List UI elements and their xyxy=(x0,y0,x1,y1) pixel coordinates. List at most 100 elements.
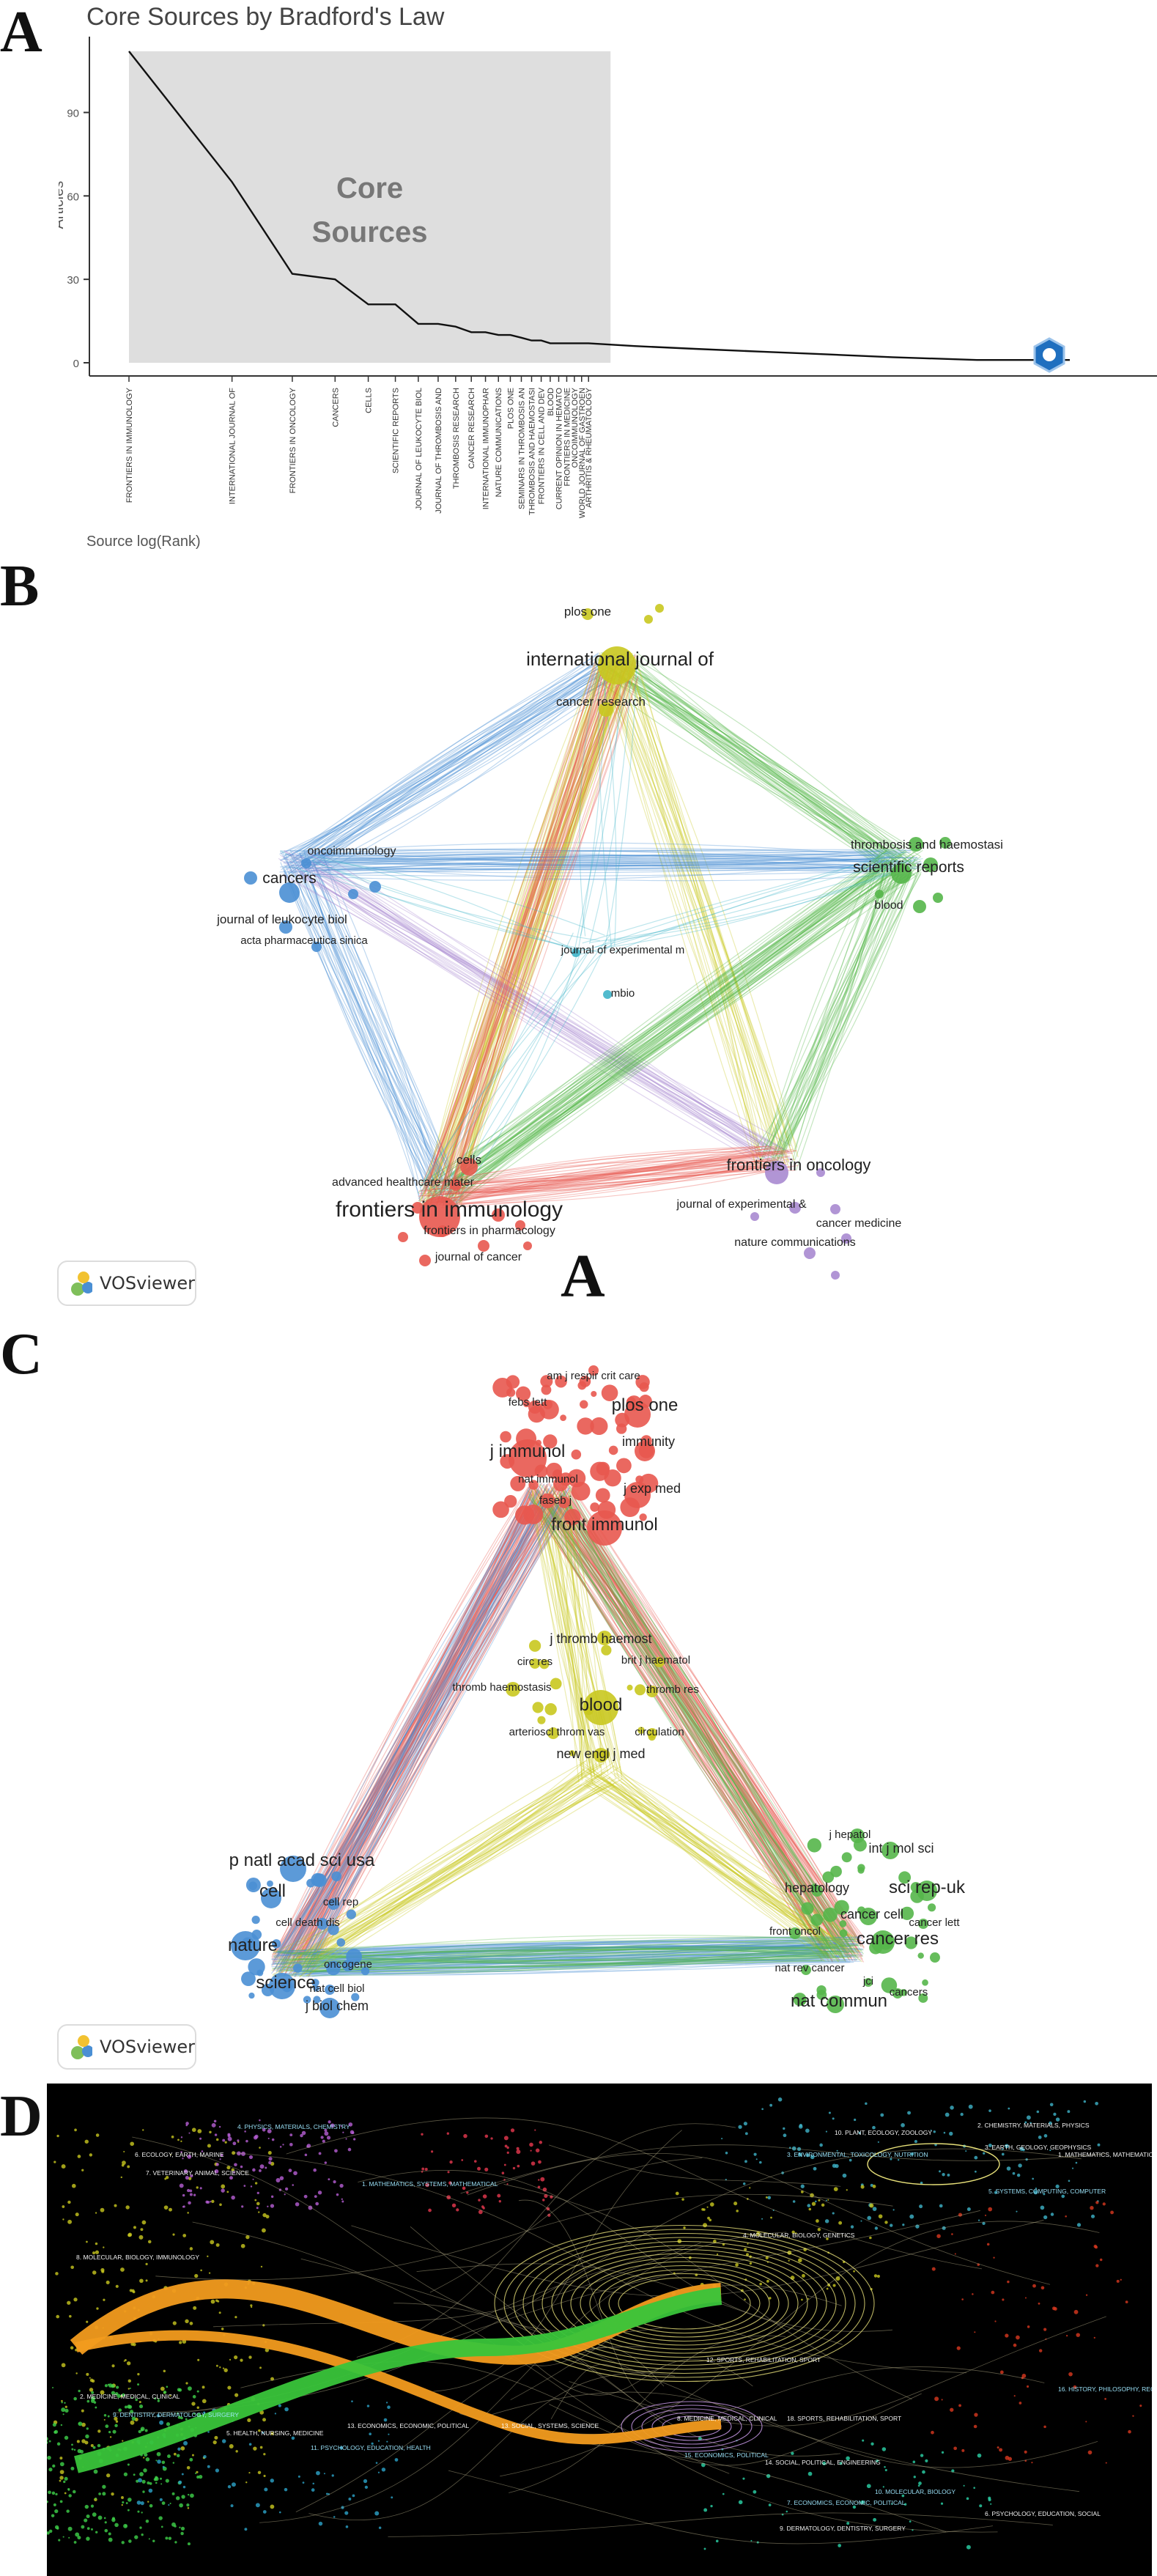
edge xyxy=(621,662,884,855)
dot xyxy=(270,2195,274,2199)
edge xyxy=(418,1150,796,1205)
dot xyxy=(125,2502,128,2504)
edge xyxy=(440,1150,796,1184)
edge xyxy=(540,1487,821,1955)
dot xyxy=(231,2482,236,2487)
edge xyxy=(780,874,902,1157)
edge xyxy=(446,874,883,1208)
dot xyxy=(330,2123,335,2128)
node xyxy=(597,1631,612,1645)
dot xyxy=(838,2544,842,2547)
node xyxy=(918,1993,928,2003)
edge xyxy=(319,849,921,861)
edge xyxy=(562,1502,832,1950)
edge xyxy=(440,1165,792,1204)
edge xyxy=(295,857,891,871)
edge xyxy=(533,1496,845,1952)
edge xyxy=(279,665,637,861)
dot xyxy=(547,2213,551,2217)
dot xyxy=(315,2202,319,2206)
edge xyxy=(615,674,884,864)
dot xyxy=(1005,2455,1010,2460)
dot xyxy=(71,2448,74,2451)
dot xyxy=(943,2131,946,2134)
node xyxy=(587,1510,622,1546)
dot xyxy=(84,2518,88,2523)
edge xyxy=(532,1496,622,1773)
dot xyxy=(909,2520,912,2523)
edge xyxy=(301,856,901,866)
edge xyxy=(277,1499,547,1952)
edge xyxy=(594,664,900,851)
edge xyxy=(321,864,880,874)
edge xyxy=(314,1949,832,1955)
edge xyxy=(620,1782,825,1956)
edge xyxy=(271,1505,553,1960)
dot xyxy=(311,2488,315,2492)
dot xyxy=(860,2220,862,2222)
edge xyxy=(308,662,605,871)
dot xyxy=(182,2158,184,2160)
edge xyxy=(791,872,892,1164)
edge xyxy=(437,667,624,1204)
edge xyxy=(423,668,597,1189)
dot xyxy=(70,2346,74,2350)
dot xyxy=(53,2160,56,2163)
dot xyxy=(512,2166,516,2170)
dot xyxy=(190,2493,194,2498)
dot xyxy=(59,2500,63,2503)
dot xyxy=(56,2442,61,2446)
edge xyxy=(443,659,613,1182)
edge xyxy=(298,1946,845,1965)
arc xyxy=(155,2193,893,2281)
dot xyxy=(318,2521,323,2526)
dot xyxy=(185,2175,190,2180)
node-label: cell rep xyxy=(323,1896,358,1908)
edge xyxy=(449,676,616,1206)
edge xyxy=(283,857,882,867)
node xyxy=(580,1400,588,1409)
edge xyxy=(447,671,618,1203)
dot xyxy=(76,2440,80,2443)
dot xyxy=(1013,2395,1016,2397)
dot xyxy=(77,2536,81,2540)
dot xyxy=(78,2389,81,2393)
edge xyxy=(422,657,639,1182)
dot xyxy=(977,2453,982,2458)
edge xyxy=(304,675,599,862)
dot xyxy=(95,2242,98,2245)
dot xyxy=(1053,2112,1057,2116)
dot xyxy=(832,2163,837,2169)
edge xyxy=(285,861,765,1147)
node xyxy=(839,1920,847,1927)
node-label: advanced healthcare mater xyxy=(332,1176,475,1189)
edge xyxy=(453,875,909,1188)
node xyxy=(590,1461,610,1481)
overlay-ellipse xyxy=(580,2261,789,2346)
dot xyxy=(268,2157,273,2161)
dot xyxy=(89,2377,91,2379)
dot xyxy=(178,2480,182,2484)
edge xyxy=(533,1501,837,1938)
y-axis-label: Articles xyxy=(59,181,67,229)
edge xyxy=(448,1157,771,1207)
node xyxy=(620,1497,640,1518)
dot xyxy=(316,2470,320,2476)
dot xyxy=(141,2220,147,2225)
edge xyxy=(307,1481,536,1978)
dot xyxy=(86,2320,89,2323)
dot xyxy=(245,2481,248,2484)
dot xyxy=(801,2298,803,2301)
arc xyxy=(300,2258,1080,2492)
edge xyxy=(533,1499,595,1774)
dot xyxy=(259,2446,263,2449)
edge xyxy=(287,656,625,865)
dot xyxy=(838,2221,843,2225)
edge xyxy=(281,852,455,1183)
edge xyxy=(445,1152,794,1205)
dot xyxy=(833,2187,838,2192)
edge xyxy=(271,1505,544,1966)
dot xyxy=(138,2429,141,2434)
edge xyxy=(290,1501,529,1971)
